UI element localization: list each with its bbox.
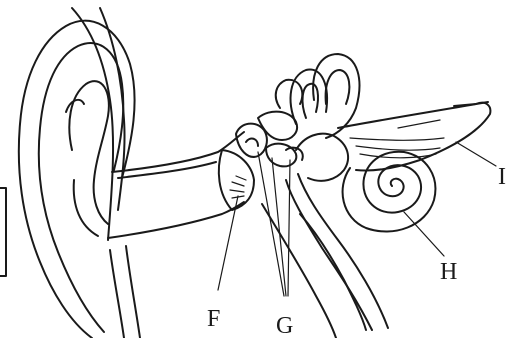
leader-line-h bbox=[404, 212, 444, 256]
left-frame-bracket bbox=[0, 188, 6, 276]
vestibule bbox=[296, 134, 348, 181]
label-f: F bbox=[207, 306, 220, 332]
ossicles bbox=[236, 112, 303, 167]
auditory-nerve bbox=[338, 102, 490, 171]
leader-line-g-1 bbox=[258, 152, 284, 296]
leader-line-g-2 bbox=[272, 158, 286, 296]
label-g: G bbox=[276, 313, 293, 338]
leader-line-f bbox=[218, 196, 238, 290]
cochlea bbox=[343, 152, 436, 232]
label-i: I bbox=[498, 164, 506, 190]
leader-line-g-3 bbox=[288, 160, 290, 296]
leader-line-i bbox=[456, 142, 496, 166]
label-h: H bbox=[440, 259, 457, 285]
